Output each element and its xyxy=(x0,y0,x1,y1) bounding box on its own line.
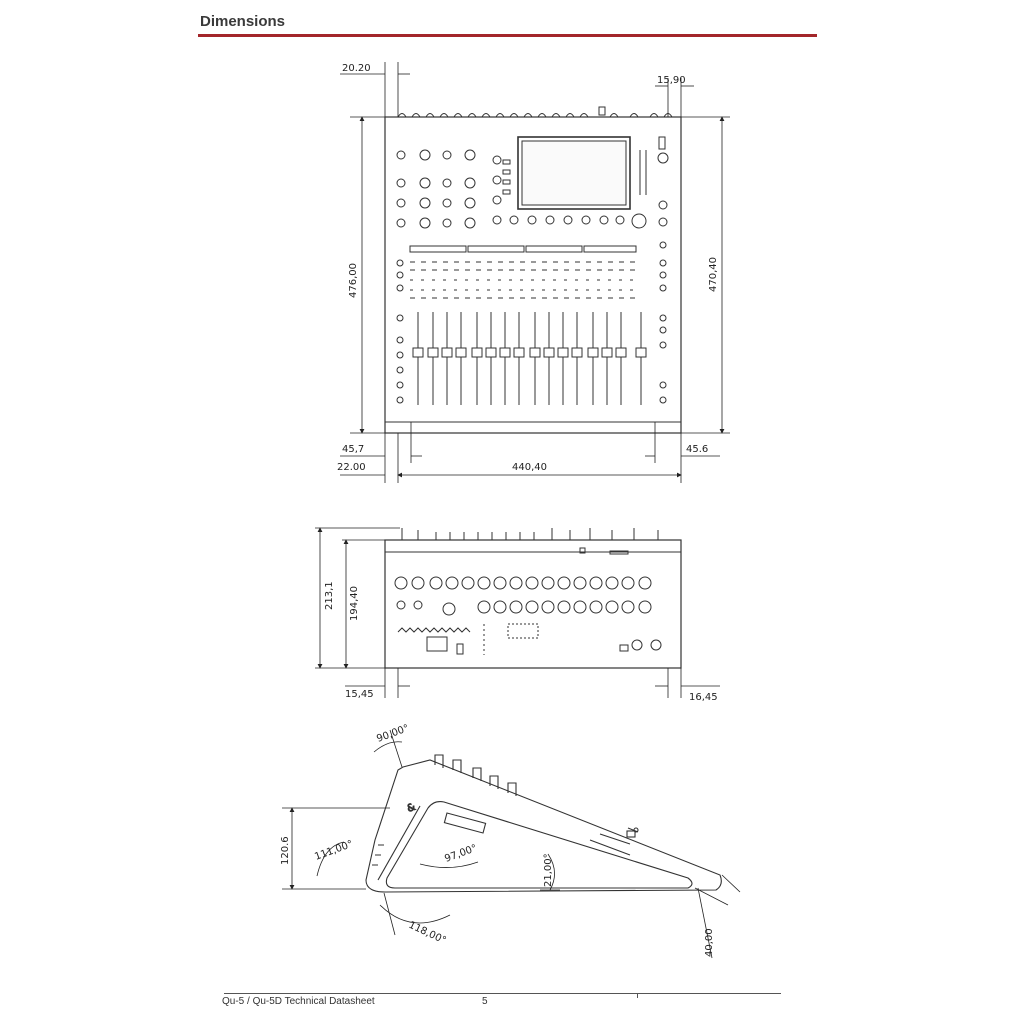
page-title: Dimensions xyxy=(200,13,286,30)
dim-20-20: 20.20 xyxy=(342,63,371,74)
footer-tick xyxy=(637,993,638,998)
angle-97: 97,00° xyxy=(443,843,478,865)
dim-40: 40,00 xyxy=(704,928,715,957)
header-divider xyxy=(198,34,817,37)
dim-440-40: 440,40 xyxy=(512,462,547,473)
dim-45-6: 45.6 xyxy=(686,444,708,455)
footer-divider xyxy=(224,993,781,994)
dim-15-45: 15,45 xyxy=(345,689,374,700)
dim-476: 476,00 xyxy=(348,263,359,298)
footer-doc-title: Qu-5 / Qu-5D Technical Datasheet xyxy=(222,996,375,1007)
angle-90: 90,00° xyxy=(375,723,410,745)
top-view-dimensions xyxy=(340,62,730,483)
angle-118: 118,00° xyxy=(407,920,448,947)
dim-194-40: 194,40 xyxy=(349,586,360,621)
svg-text:&: & xyxy=(406,802,417,815)
dim-22: 22.00 xyxy=(337,462,366,473)
dim-213-1: 213,1 xyxy=(324,581,335,610)
dim-120-6: 120.6 xyxy=(280,836,291,865)
side-view: & xyxy=(365,754,722,893)
footer-page-number: 5 xyxy=(482,996,488,1007)
rear-view xyxy=(384,528,682,669)
angle-111: 111,00° xyxy=(313,839,354,863)
side-view-dimensions xyxy=(282,729,741,959)
dim-16-45: 16,45 xyxy=(689,692,718,703)
rear-view-dimensions xyxy=(315,527,720,698)
dim-15-90: 15,90 xyxy=(657,75,686,86)
angle-21: 21,00° xyxy=(543,853,554,887)
dim-470-40: 470,40 xyxy=(708,257,719,292)
top-view xyxy=(384,106,682,434)
dim-45-7: 45,7 xyxy=(342,444,364,455)
